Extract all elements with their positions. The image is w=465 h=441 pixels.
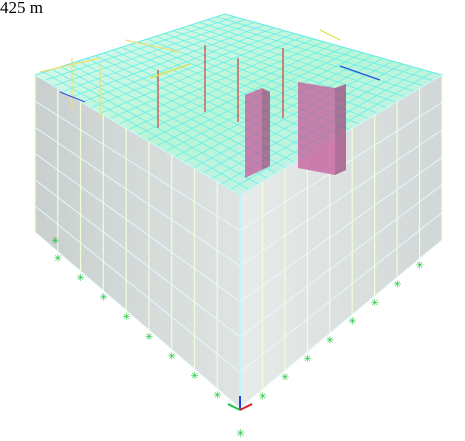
- support-icon: ✳: [348, 317, 356, 328]
- support-icon: ✳: [122, 312, 130, 323]
- support-icon: ✳: [190, 371, 198, 382]
- core-wall-left-side: [262, 88, 270, 170]
- support-markers: ✳ ✳ ✳ ✳ ✳ ✳ ✳ ✳ ✳ ✳ ✳ ✳ ✳ ✳ ✳ ✳ ✳: [51, 236, 424, 402]
- support-icon: ✳: [393, 279, 401, 290]
- support-icon: ✳: [326, 335, 334, 346]
- left-facade: [35, 75, 240, 408]
- frame-members: [39, 29, 381, 128]
- facade-grid: [34, 74, 443, 409]
- support-icon: ✳: [258, 391, 266, 402]
- core-wall-left: [245, 88, 262, 178]
- support-icon: ✳: [51, 236, 59, 247]
- support-icon: ✳: [303, 354, 311, 365]
- core-wall-right: [298, 82, 335, 175]
- support-icon: ✳: [145, 332, 153, 343]
- support-icon: ✳: [99, 293, 107, 304]
- core-wall-right-side: [335, 84, 346, 175]
- support-icon: ✳: [281, 373, 289, 384]
- support-icon: ✳: [371, 298, 379, 309]
- support-icon: ✳: [416, 261, 424, 272]
- support-icon: ✳: [168, 351, 176, 362]
- support-icon: ✳: [77, 273, 85, 284]
- support-icon: ✳: [54, 254, 62, 265]
- axis-triad-icon: ✳: [227, 396, 253, 440]
- svg-text:✳: ✳: [236, 427, 245, 440]
- elevation-label: 425 m: [0, 0, 43, 17]
- right-facade: [240, 75, 442, 408]
- support-icon: ✳: [213, 390, 221, 401]
